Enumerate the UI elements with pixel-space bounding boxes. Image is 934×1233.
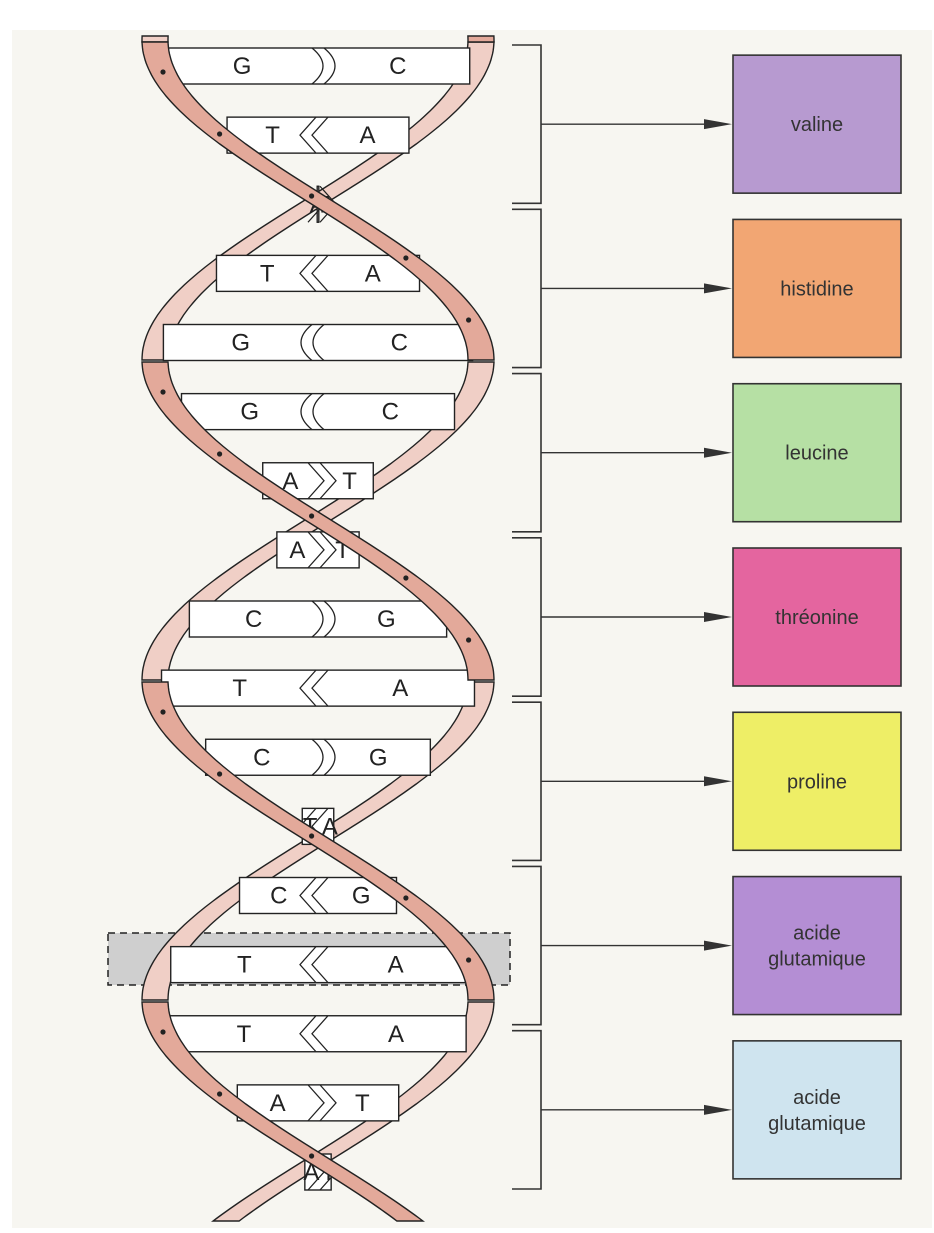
backbone-dot bbox=[403, 255, 408, 260]
amino-acid-box: proline bbox=[733, 712, 901, 850]
base-pair-rung bbox=[171, 947, 466, 983]
backbone-dot bbox=[309, 833, 314, 838]
amino-acid-box: thréonine bbox=[733, 548, 901, 686]
base-letter-right: T bbox=[342, 468, 357, 495]
backbone-dot bbox=[217, 1091, 222, 1096]
base-letter-left: T bbox=[237, 952, 252, 979]
amino-acid-box: acide glutamique bbox=[733, 877, 901, 1015]
backbone-dot bbox=[217, 451, 222, 456]
base-letter-left: T bbox=[260, 260, 275, 287]
amino-acid-label: glutamique bbox=[768, 1113, 866, 1135]
backbone-dot bbox=[160, 1029, 165, 1034]
base-pair-rung bbox=[216, 255, 419, 291]
amino-acid-label: histidine bbox=[780, 278, 853, 300]
base-letter-left: C bbox=[245, 606, 262, 633]
base-letter-left: G bbox=[231, 330, 250, 357]
base-letter-right: A bbox=[365, 260, 381, 287]
amino-acid-label: leucine bbox=[785, 443, 848, 465]
backbone-dot bbox=[309, 193, 314, 198]
base-letter-left: C bbox=[270, 883, 287, 910]
base-pair-rung bbox=[227, 117, 409, 153]
base-letter-left: G bbox=[240, 399, 259, 426]
amino-acid-label: proline bbox=[787, 771, 847, 793]
backbone-dot bbox=[160, 709, 165, 714]
amino-acid-label: glutamique bbox=[768, 949, 866, 971]
backbone-dot bbox=[403, 895, 408, 900]
backbone-dot bbox=[309, 513, 314, 518]
backbone-dot bbox=[217, 771, 222, 776]
backbone-dot bbox=[466, 957, 471, 962]
base-letter-right: A bbox=[359, 122, 375, 149]
base-letter-left: A bbox=[270, 1090, 286, 1117]
amino-acid-box: histidine bbox=[733, 219, 901, 357]
base-letter-left: A bbox=[289, 537, 305, 564]
base-letter-right: C bbox=[389, 53, 406, 80]
base-letter-right: T bbox=[355, 1090, 370, 1117]
amino-acid-label: acide bbox=[793, 923, 841, 945]
base-letter-right: G bbox=[352, 883, 371, 910]
base-letter-left: C bbox=[253, 744, 270, 771]
backbone-dot bbox=[403, 575, 408, 580]
amino-acid-box-fill bbox=[733, 1041, 901, 1179]
base-letter-left: T bbox=[265, 122, 280, 149]
amino-acid-box: acide glutamique bbox=[733, 1041, 901, 1179]
base-letter-right: A bbox=[388, 1021, 404, 1048]
base-letter-left: T bbox=[237, 1021, 252, 1048]
base-pair-rung bbox=[162, 670, 475, 706]
base-letter-right: A bbox=[388, 952, 404, 979]
backbone-dot bbox=[466, 637, 471, 642]
amino-acid-label: valine bbox=[791, 114, 843, 136]
backbone-dot bbox=[309, 1153, 314, 1158]
amino-acid-label: thréonine bbox=[775, 607, 858, 629]
base-letter-left: G bbox=[233, 53, 252, 80]
base-letter-left: T bbox=[232, 675, 247, 702]
amino-acid-box-fill bbox=[733, 877, 901, 1015]
base-letter-right: A bbox=[392, 675, 408, 702]
amino-acid-boxes: valine histidine leucine thréonine proline ac… bbox=[733, 55, 901, 1179]
base-letter-right: G bbox=[377, 606, 396, 633]
backbone-dot bbox=[466, 317, 471, 322]
amino-acid-box: valine bbox=[733, 55, 901, 193]
backbone-dot bbox=[217, 131, 222, 136]
backbone-dot bbox=[160, 69, 165, 74]
base-letter-right: G bbox=[369, 744, 388, 771]
base-pair-rung bbox=[170, 1016, 466, 1052]
backbone-dot bbox=[160, 389, 165, 394]
amino-acid-box: leucine bbox=[733, 384, 901, 522]
base-letter-right: C bbox=[391, 330, 408, 357]
backbone-segment-front bbox=[468, 36, 494, 42]
backbone-segment-back bbox=[142, 36, 168, 42]
base-letter-right: C bbox=[382, 399, 399, 426]
amino-acid-label: acide bbox=[793, 1087, 841, 1109]
